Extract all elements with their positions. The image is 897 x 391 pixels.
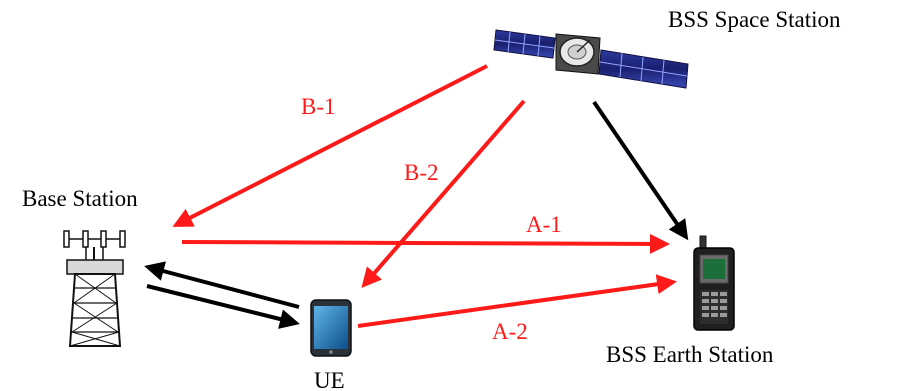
satellite-icon xyxy=(493,29,689,89)
satellite-phone-icon xyxy=(693,235,735,331)
link-satellite-to-earth-station xyxy=(592,100,689,241)
link-base-station-to-ue xyxy=(146,284,300,329)
link-label-b2: B-2 xyxy=(404,160,439,185)
link-label-a1: A-1 xyxy=(526,212,562,237)
earth-station-label: BSS Earth Station xyxy=(606,342,774,367)
smartphone-icon xyxy=(310,299,352,357)
cell-tower-icon xyxy=(63,230,126,347)
link-a2 xyxy=(357,274,677,328)
link-label-b1: B-1 xyxy=(301,94,336,119)
link-ue-to-base-station xyxy=(144,261,300,309)
link-a1 xyxy=(181,233,670,254)
space-station-label: BSS Space Station xyxy=(668,7,841,32)
link-b2 xyxy=(361,99,526,289)
ue-label: UE xyxy=(314,368,345,391)
base-station-label: Base Station xyxy=(22,186,138,211)
link-b1 xyxy=(172,64,488,227)
link-label-a2: A-2 xyxy=(492,319,528,344)
